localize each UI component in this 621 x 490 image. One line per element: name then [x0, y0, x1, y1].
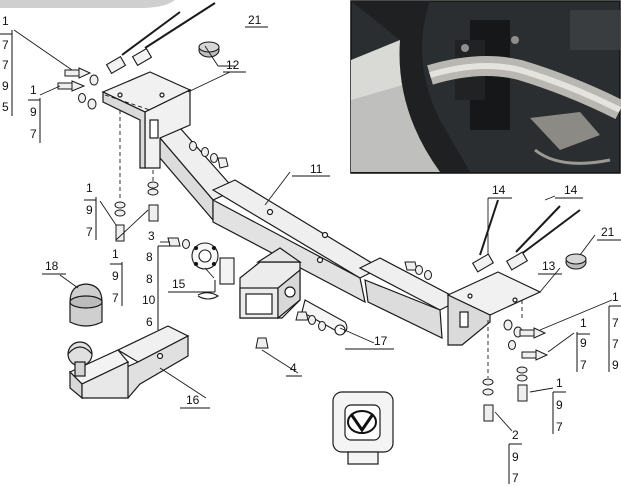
stack-b-1: 9 [512, 450, 519, 464]
stack-r-3: 9 [612, 358, 619, 372]
stack-lc-2: 9 [112, 269, 119, 283]
stack-r-0: 1 [612, 290, 619, 304]
corner-tab [0, 0, 175, 8]
logo-plate [332, 391, 394, 465]
stack-bottom: 2 9 7 [508, 428, 522, 485]
callout-16: 16 [186, 393, 200, 407]
stack-right-3: 1 9 7 [552, 376, 566, 434]
stack-tl2-1: 9 [30, 105, 37, 119]
callouts: 21 12 11 14 14 21 13 18 15 17 4 16 [42, 13, 621, 409]
callout-12: 12 [226, 58, 240, 72]
stack-mid-left: 1 9 7 [84, 181, 97, 240]
left-bracket [101, 71, 192, 169]
stack-r3-1: 9 [556, 398, 563, 412]
callout-21-left: 21 [248, 13, 262, 27]
rubber-plugs [198, 41, 587, 270]
ball-cover [69, 283, 103, 327]
crossbar [159, 127, 462, 339]
stack-r3-2: 7 [556, 420, 563, 434]
stack-r-1: 7 [612, 316, 619, 330]
assembly-lines [104, 94, 523, 378]
wiring-bracket [191, 242, 235, 300]
stack-ml-2: 7 [86, 225, 93, 239]
stack-mid-2: 10 [142, 293, 156, 307]
hitch-pin [301, 299, 348, 336]
stack-left-center: 3 1 9 7 [110, 229, 155, 306]
callout-18: 18 [45, 259, 59, 273]
callout-11: 11 [310, 162, 323, 176]
stack-top-left: 1 7 7 9 5 [0, 14, 13, 116]
stack-b-0: 2 [512, 428, 519, 442]
stack-r-2: 7 [612, 337, 619, 351]
stack-r2-1: 9 [580, 336, 587, 350]
stack-tl2-2: 7 [30, 127, 37, 141]
stack-right: 1 7 7 9 [608, 290, 621, 372]
stack-right-2: 1 9 7 [576, 316, 590, 372]
stack-top-left-2: 1 9 7 [28, 83, 41, 143]
stack-r2-2: 7 [580, 358, 587, 372]
hardware [57, 67, 549, 422]
ball-mount [67, 325, 190, 400]
leader-lines [13, 29, 613, 432]
stack-tl-1: 7 [2, 38, 9, 52]
stack-middle: 8 8 10 6 [142, 245, 170, 330]
stack-lc-1: 1 [112, 247, 119, 261]
stack-tl-4: 5 [2, 100, 9, 114]
callout-14-right: 14 [564, 183, 578, 197]
callout-14-left: 14 [492, 183, 506, 197]
stack-mid-1: 8 [146, 272, 153, 286]
stack-mid-0: 8 [146, 250, 153, 264]
callout-17: 17 [374, 334, 388, 348]
inset-photo [350, 0, 621, 174]
stack-ml-1: 9 [86, 203, 93, 217]
stack-lc-0: 3 [148, 229, 155, 243]
stack-r2-0: 1 [580, 316, 587, 330]
cable-ties [105, 2, 581, 273]
stack-b-2: 7 [512, 471, 519, 485]
callout-13: 13 [542, 259, 556, 273]
stack-tl-3: 9 [2, 79, 9, 93]
stack-tl-0: 1 [2, 14, 9, 28]
receiver-socket [239, 247, 302, 320]
stack-tl2-0: 1 [30, 83, 37, 97]
stack-lc-3: 7 [112, 291, 119, 305]
callout-21-right: 21 [601, 225, 615, 239]
stack-ml-0: 1 [86, 181, 93, 195]
stack-r3-0: 1 [556, 376, 563, 390]
stack-tl-2: 7 [2, 58, 9, 72]
stack-mid-3: 6 [146, 315, 153, 329]
callout-15: 15 [172, 277, 186, 291]
callout-4: 4 [290, 361, 297, 375]
